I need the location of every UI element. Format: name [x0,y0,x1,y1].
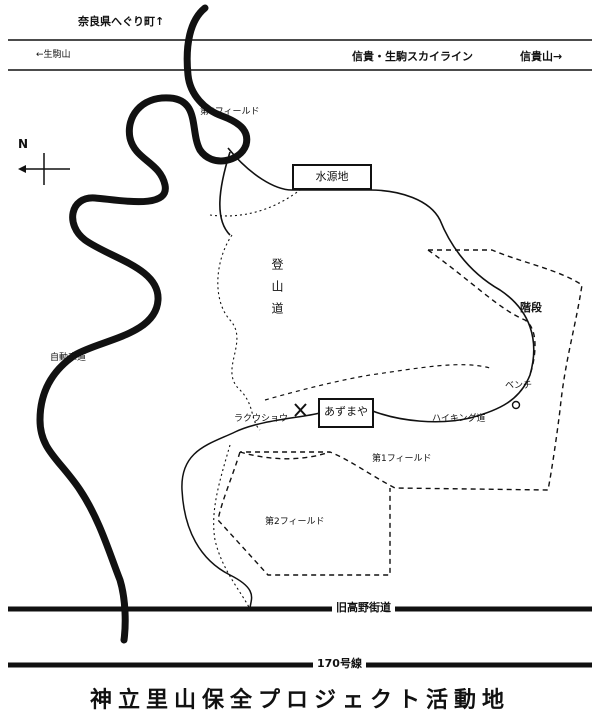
auto-road-path [36,4,251,644]
rakushou-label: ラクウショウ [234,414,289,424]
field4-label: 第4フィールド [200,107,260,117]
field1-boundary [239,249,583,491]
shigisan-label: 信貴山→ [520,50,563,63]
field2-boundary [217,451,391,576]
bench-icon [511,400,521,410]
auto-road-label: 自動車道 [50,353,87,363]
old-koya-road-label: 旧高野街道 [332,602,395,613]
upper-dashed-path [264,364,491,401]
suigen-box: 水源地 [292,164,372,190]
nara-label: 奈良県へぐり町↑ [78,15,165,28]
compass-arrow-icon [18,165,26,173]
azumaya-label: あずまや [324,405,368,418]
rakushou-x-mark-b [294,403,307,417]
compass-n-label: N [18,137,29,151]
field2-label: 第2フィールド [265,517,325,527]
map-title: 神立里山保全プロジェクト活動地 [89,687,510,713]
tozando-label: 登山道 [270,258,284,324]
skyline-label: 信貴・生駒スカイライン [352,50,473,63]
bench-label: ベンチ [505,381,533,391]
ikomayama-label: ←生駒山 [36,50,71,60]
mountain-path [209,189,301,610]
hiking-road-path [219,147,535,423]
route170-label: 170号線 [313,658,366,669]
suigen-label: 水源地 [315,170,349,183]
hiking-road-label: ハイキング道 [432,414,486,424]
field1-inner-boundary [427,249,536,376]
kaidan-label: 階段 [520,301,542,314]
field1-label: 第1フィールド [372,454,432,464]
azumaya-box: あずまや [318,398,374,428]
hiking-trail-lower [181,412,321,610]
